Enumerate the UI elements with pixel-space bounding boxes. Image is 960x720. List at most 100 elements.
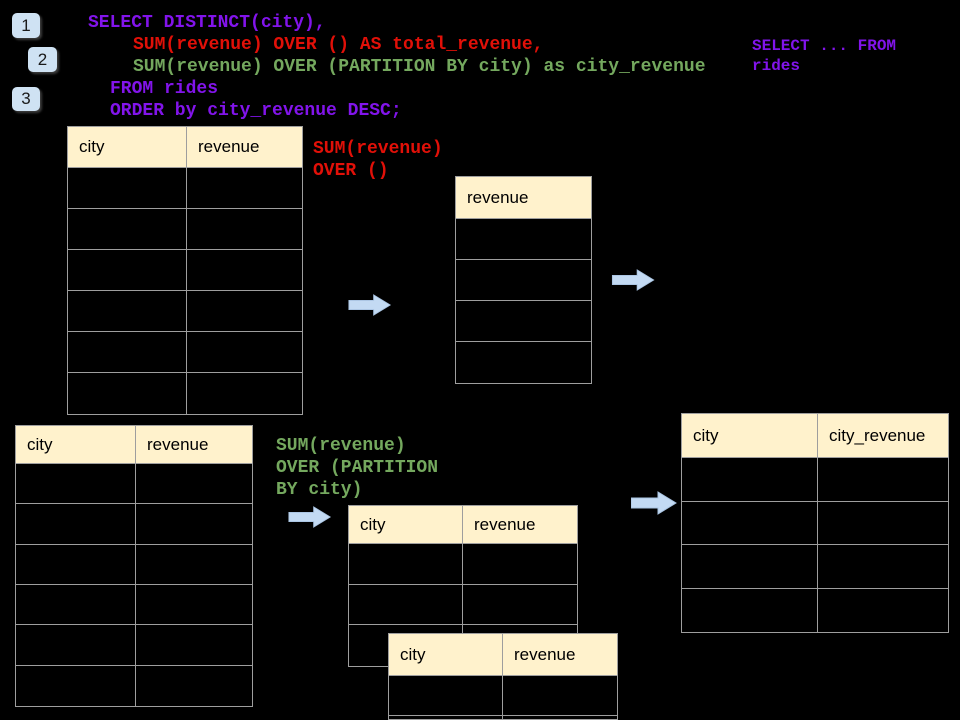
label-partition-line3: BY city)	[276, 480, 363, 500]
step-badge-2: 2	[28, 47, 57, 72]
table-cell	[456, 260, 591, 300]
table-cell	[682, 545, 818, 588]
table-cell	[456, 301, 591, 341]
table-row	[389, 716, 617, 719]
table-cell	[463, 544, 577, 584]
table-partition-front: city revenue	[388, 633, 618, 720]
table-cell	[68, 332, 187, 372]
table-row	[16, 544, 252, 585]
arrow-right-icon	[287, 506, 333, 528]
table-row	[682, 458, 948, 502]
table-cell	[136, 584, 252, 625]
table-row	[349, 584, 577, 626]
table-row	[68, 209, 302, 250]
column-header-city-revenue: city_revenue	[829, 425, 926, 445]
table-row	[456, 219, 591, 260]
table-cell	[503, 716, 617, 719]
column-header-revenue: revenue	[198, 137, 260, 156]
sql-line-sum-partition: SUM(revenue) OVER (PARTITION BY city) as…	[133, 57, 706, 77]
table-cell	[16, 665, 136, 706]
table-cell	[136, 464, 252, 504]
table-row	[68, 168, 302, 209]
label-partition-line2: OVER (PARTITION	[276, 458, 439, 478]
column-header-revenue: revenue	[147, 434, 209, 454]
table-cell	[503, 676, 617, 715]
arrow-right-icon	[631, 491, 677, 515]
step-badge-label: 3	[21, 89, 31, 108]
table-row	[456, 342, 591, 383]
label-total-line2: OVER ()	[313, 161, 389, 181]
table-cell	[68, 209, 187, 249]
label-partition-line1: SUM(revenue)	[276, 436, 406, 456]
table-row	[68, 373, 302, 414]
table-row	[68, 250, 302, 291]
table-cell	[136, 625, 252, 665]
table-header-row: city revenue	[349, 506, 577, 544]
table-header-row: city revenue	[16, 426, 252, 464]
table-cell	[187, 250, 302, 290]
step-badge-3: 3	[12, 87, 40, 111]
sql-line-order: ORDER by city_revenue DESC;	[110, 101, 402, 121]
table-row	[16, 584, 252, 626]
side-note-line2: rides	[752, 57, 801, 75]
table-row	[16, 464, 252, 505]
table-cell	[16, 464, 136, 504]
table-row	[68, 291, 302, 332]
step-badge-1: 1	[12, 13, 40, 38]
table-cell	[16, 544, 136, 584]
table-rides-bottom: city revenue	[15, 425, 253, 707]
table-header-row: city revenue	[68, 127, 302, 168]
table-row	[68, 332, 302, 373]
column-header-city: city	[682, 414, 818, 457]
table-cell	[456, 342, 591, 383]
table-row	[456, 301, 591, 342]
table-cell	[68, 291, 187, 331]
table-row	[682, 588, 948, 632]
table-cell	[16, 625, 136, 665]
table-cell	[349, 544, 463, 584]
table-row	[349, 544, 577, 585]
table-cell	[136, 504, 252, 544]
table-cell	[16, 504, 136, 544]
table-header-row: city revenue	[389, 634, 617, 676]
table-result: city city_revenue	[681, 413, 949, 633]
side-note-line1: SELECT ... FROM	[752, 37, 897, 55]
sql-line-select: SELECT DISTINCT(city),	[88, 13, 326, 33]
table-cell	[818, 588, 948, 632]
table-body	[682, 458, 948, 632]
table-cell	[389, 716, 503, 719]
column-header-revenue: revenue	[467, 187, 529, 207]
table-cell	[136, 544, 252, 584]
table-cell	[463, 584, 577, 625]
table-row	[16, 625, 252, 666]
column-header-city: city	[68, 127, 187, 167]
table-cell	[682, 501, 818, 544]
step-badge-label: 1	[21, 15, 31, 35]
table-cell	[682, 458, 818, 501]
table-body	[68, 168, 302, 414]
table-body	[16, 464, 252, 706]
table-cell	[187, 332, 302, 372]
sql-line-from: FROM rides	[110, 79, 219, 99]
table-cell	[68, 250, 187, 290]
side-note: SELECT ... FROM rides	[752, 36, 896, 76]
table-cell	[818, 545, 948, 588]
table-cell	[187, 209, 302, 249]
table-row	[682, 545, 948, 589]
table-row	[682, 501, 948, 545]
table-row	[16, 665, 252, 706]
column-header-city: city	[349, 506, 463, 543]
table-cell	[68, 373, 187, 414]
table-row	[389, 676, 617, 716]
table-cell	[136, 665, 252, 706]
table-cell	[16, 584, 136, 625]
table-body	[456, 219, 591, 383]
table-partition-back: city revenue	[348, 505, 578, 667]
table-header-row: city city_revenue	[682, 414, 948, 458]
table-cell	[818, 501, 948, 544]
table-cell	[187, 168, 302, 208]
table-cell	[187, 373, 302, 414]
table-row	[16, 504, 252, 545]
column-header-city: city	[389, 634, 503, 675]
